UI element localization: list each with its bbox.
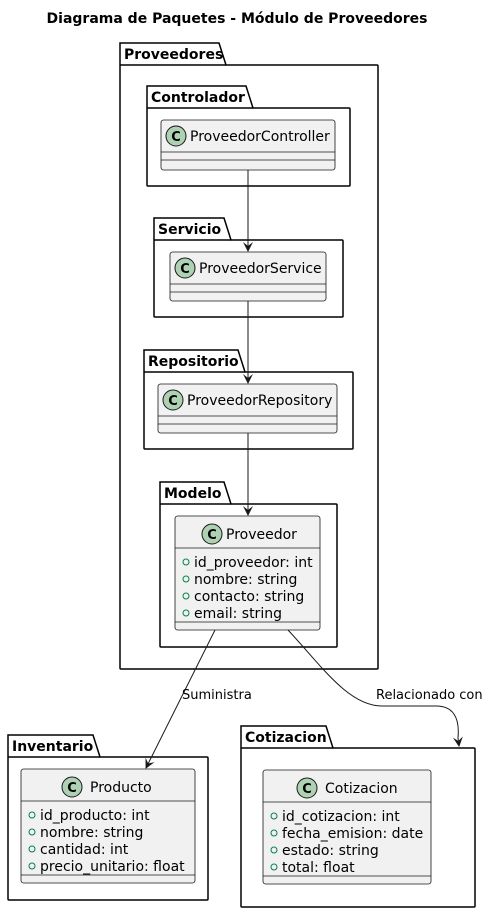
- edge-suministra: [145, 629, 216, 769]
- attribute: estado: string: [282, 843, 379, 859]
- package-label-repositorio: Repositorio: [148, 354, 239, 370]
- package-label-proveedores: Proveedores: [124, 47, 223, 63]
- class-proveedor-controller[interactable]: C ProveedorController: [160, 119, 336, 171]
- attribute-list: id_cotizacion: int fecha_emision: date e…: [270, 809, 423, 876]
- class-proveedor-repository[interactable]: C ProveedorRepository: [157, 383, 338, 434]
- class-icon: C: [207, 528, 217, 543]
- class-name: Producto: [90, 780, 152, 796]
- attribute: email: string: [194, 606, 282, 622]
- class-proveedor-service[interactable]: C ProveedorService: [169, 251, 327, 302]
- class-icon: C: [302, 782, 312, 797]
- attribute: precio_unitario: float: [40, 859, 185, 875]
- class-icon: C: [171, 130, 181, 145]
- class-cotizacion[interactable]: C Cotizacion id_cotizacion: int fecha_em…: [262, 769, 432, 885]
- class-proveedor[interactable]: C Proveedor id_proveedor: int nombre: st…: [174, 515, 321, 631]
- class-name: ProveedorService: [199, 261, 322, 277]
- package-label-modelo: Modelo: [164, 486, 222, 502]
- attribute: id_producto: int: [40, 808, 150, 824]
- attribute: total: float: [282, 860, 355, 876]
- package-label-servicio: Servicio: [158, 222, 222, 238]
- attribute: contacto: string: [194, 589, 304, 605]
- class-name: Proveedor: [226, 527, 297, 543]
- attribute: id_proveedor: int: [194, 555, 313, 571]
- package-label-cotizacion: Cotizacion: [245, 730, 327, 746]
- edge-label-suministra: Suministra: [182, 688, 252, 703]
- class-name: ProveedorController: [190, 129, 330, 145]
- class-icon: C: [180, 262, 190, 277]
- edge-relacionado-con: [287, 629, 463, 747]
- package-label-controlador: Controlador: [151, 90, 245, 106]
- attribute-list: id_producto: int nombre: string cantidad…: [28, 808, 185, 875]
- attribute: cantidad: int: [40, 842, 129, 858]
- class-producto[interactable]: C Producto id_producto: int nombre: stri…: [20, 768, 196, 884]
- attribute: nombre: string: [194, 572, 297, 588]
- package-label-inventario: Inventario: [12, 739, 94, 755]
- diagram-title: Diagrama de Paquetes - Módulo de Proveed…: [47, 11, 428, 27]
- attribute-list: id_proveedor: int nombre: string contact…: [182, 555, 313, 622]
- attribute: nombre: string: [40, 825, 143, 841]
- class-name: ProveedorRepository: [187, 393, 332, 409]
- class-icon: C: [168, 394, 178, 409]
- attribute: id_cotizacion: int: [282, 809, 400, 825]
- class-name: Cotizacion: [325, 781, 398, 797]
- edge-label-relacionado-con: Relacionado con: [376, 688, 483, 703]
- class-icon: C: [67, 781, 77, 796]
- attribute: fecha_emision: date: [282, 826, 423, 842]
